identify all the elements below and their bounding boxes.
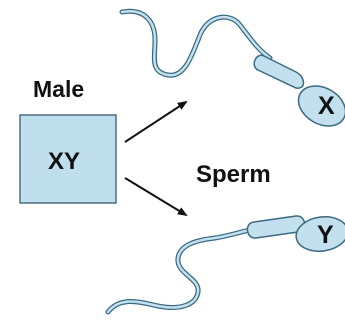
sperm-x-cell xyxy=(122,11,345,134)
genotype-label: XY xyxy=(48,150,80,174)
y-chromosome-label: Y xyxy=(317,223,334,248)
x-chromosome-label: X xyxy=(318,94,335,119)
arrow-to-x-sperm xyxy=(125,102,186,142)
sperm-y-cell xyxy=(108,214,345,312)
sperm-x-midpiece xyxy=(254,55,303,88)
male-label: Male xyxy=(33,78,84,101)
arrow-to-y-sperm xyxy=(125,178,186,215)
sperm-label: Sperm xyxy=(196,163,271,187)
sperm-x-tail-inner xyxy=(122,11,270,75)
